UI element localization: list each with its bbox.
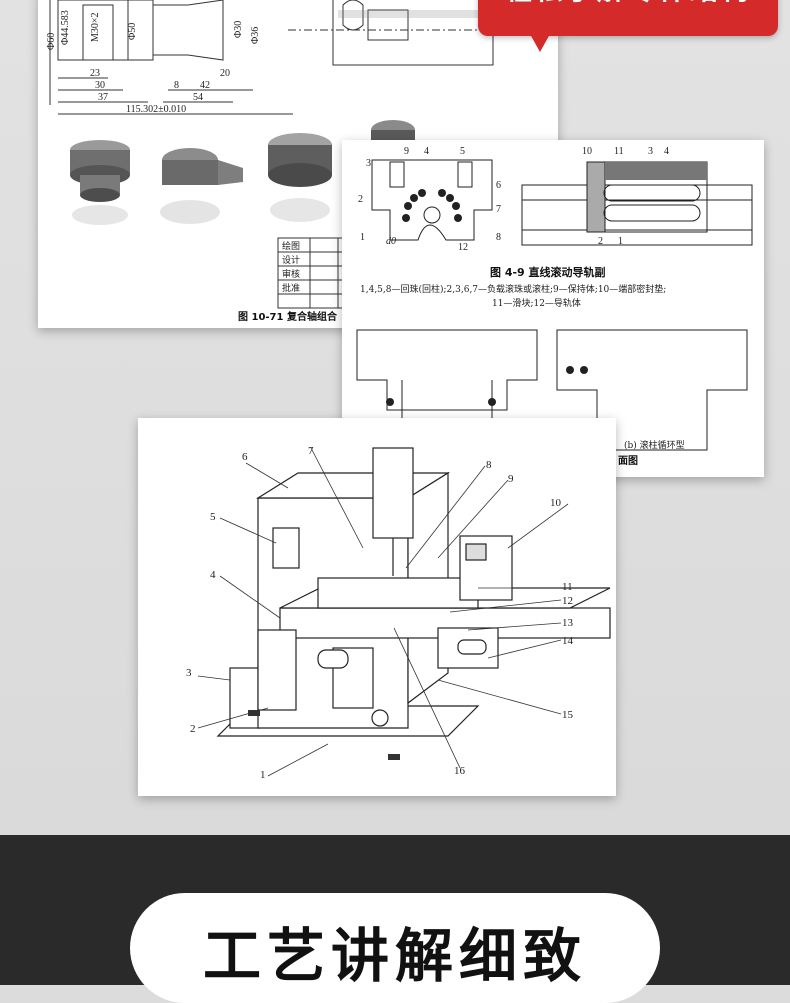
part-render-1 (70, 140, 130, 225)
callout-12: 12 (562, 595, 573, 607)
guide-fig-desc-2: 11—滑块;12—导轨体 (492, 297, 581, 309)
dim-d1: Φ44.583 (60, 10, 71, 45)
gl-8: 8 (496, 232, 501, 243)
dim-w7: 54 (193, 92, 203, 103)
gl-1: 1 (360, 232, 365, 243)
dim-w1: 23 (90, 68, 100, 79)
ribbon-pointer (530, 34, 550, 52)
guide-fig-title: 图 4-9 直线滚动导轨副 (490, 265, 606, 279)
callout-11: 11 (562, 581, 573, 593)
dim-w8: 115.302±0.010 (126, 104, 186, 115)
gr-3: 3 (648, 146, 653, 157)
callout-1: 1 (260, 769, 266, 781)
dim-d5: Φ36 (250, 27, 261, 44)
dim-d2: M30×2 (90, 12, 101, 42)
callout-10: 10 (550, 497, 562, 509)
gr-2: 2 (598, 236, 603, 247)
gl-12: 12 (458, 242, 468, 253)
gr-4: 4 (664, 146, 669, 157)
callout-7: 7 (308, 445, 314, 457)
guide-sub-tail: 面图 (618, 455, 638, 467)
gl-2: 2 (358, 194, 363, 205)
milling-machine-drawing: 1 2 3 4 5 6 7 8 9 10 11 12 13 14 15 16 (186, 445, 611, 781)
ribbon-text: 轻松了解零件结构 (478, 0, 778, 8)
drawing-caption: 图 10-71 复合轴组合 (238, 310, 338, 323)
dim-d3: Φ50 (127, 23, 138, 40)
dim-w5: 42 (200, 80, 210, 91)
gl-9: 9 (404, 146, 409, 157)
callout-4: 4 (210, 569, 216, 581)
callout-15: 15 (562, 709, 574, 721)
banner-pill: 工艺讲解细致 (130, 893, 660, 1003)
callout-9: 9 (508, 473, 514, 485)
callout-5: 5 (210, 511, 216, 523)
callout-3: 3 (186, 667, 192, 679)
callout-14: 14 (562, 635, 574, 647)
gl-6: 6 (496, 180, 501, 191)
callout-16: 16 (454, 765, 466, 777)
gl-5: 5 (460, 146, 465, 157)
gl-3: 3 (366, 158, 371, 169)
banner-text: 工艺讲解细致 (202, 922, 587, 990)
dim-w3: 37 (98, 92, 108, 103)
tb-design: 设计 (282, 254, 300, 265)
guide-sub-b: (b) 滚柱循环型 (624, 439, 685, 451)
callout-2: 2 (190, 723, 196, 735)
gr-10: 10 (582, 146, 592, 157)
callout-8: 8 (486, 459, 492, 471)
callout-13: 13 (562, 617, 574, 629)
gl-d0: d0 (386, 236, 396, 247)
part-render-3 (268, 133, 332, 222)
showcase-area: Φ60 Φ44.583 M30×2 Φ50 Φ30 Φ36 23 30 37 8… (0, 0, 790, 835)
feature-ribbon: 轻松了解零件结构 (478, 0, 778, 36)
tb-review: 审核 (282, 268, 300, 279)
dim-d0: Φ60 (46, 33, 57, 50)
gl-4: 4 (424, 146, 429, 157)
dim-d4: Φ30 (233, 21, 244, 38)
tb-approve: 批准 (282, 282, 300, 293)
gr-11: 11 (614, 146, 624, 157)
gl-7: 7 (496, 204, 501, 215)
milling-machine-card: 1 2 3 4 5 6 7 8 9 10 11 12 13 14 15 16 (138, 418, 616, 796)
dim-w6: 20 (220, 68, 230, 79)
guide-fig-desc-1: 1,4,5,8—回珠(回柱);2,3,6,7—负载滚珠或滚柱;9—保持体;10—… (360, 283, 666, 295)
rolling-guide-drawing: 3 9 4 5 6 2 7 1 d0 12 8 (356, 146, 753, 467)
shaft-drawing: Φ60 Φ44.583 M30×2 Φ50 Φ30 Φ36 23 30 37 8… (46, 0, 553, 323)
gr-1: 1 (618, 236, 623, 247)
callout-6: 6 (242, 451, 248, 463)
dim-w4: 8 (174, 80, 179, 91)
part-render-2 (160, 148, 243, 224)
tb-draw: 绘图 (282, 240, 300, 251)
dim-w2: 30 (95, 80, 105, 91)
